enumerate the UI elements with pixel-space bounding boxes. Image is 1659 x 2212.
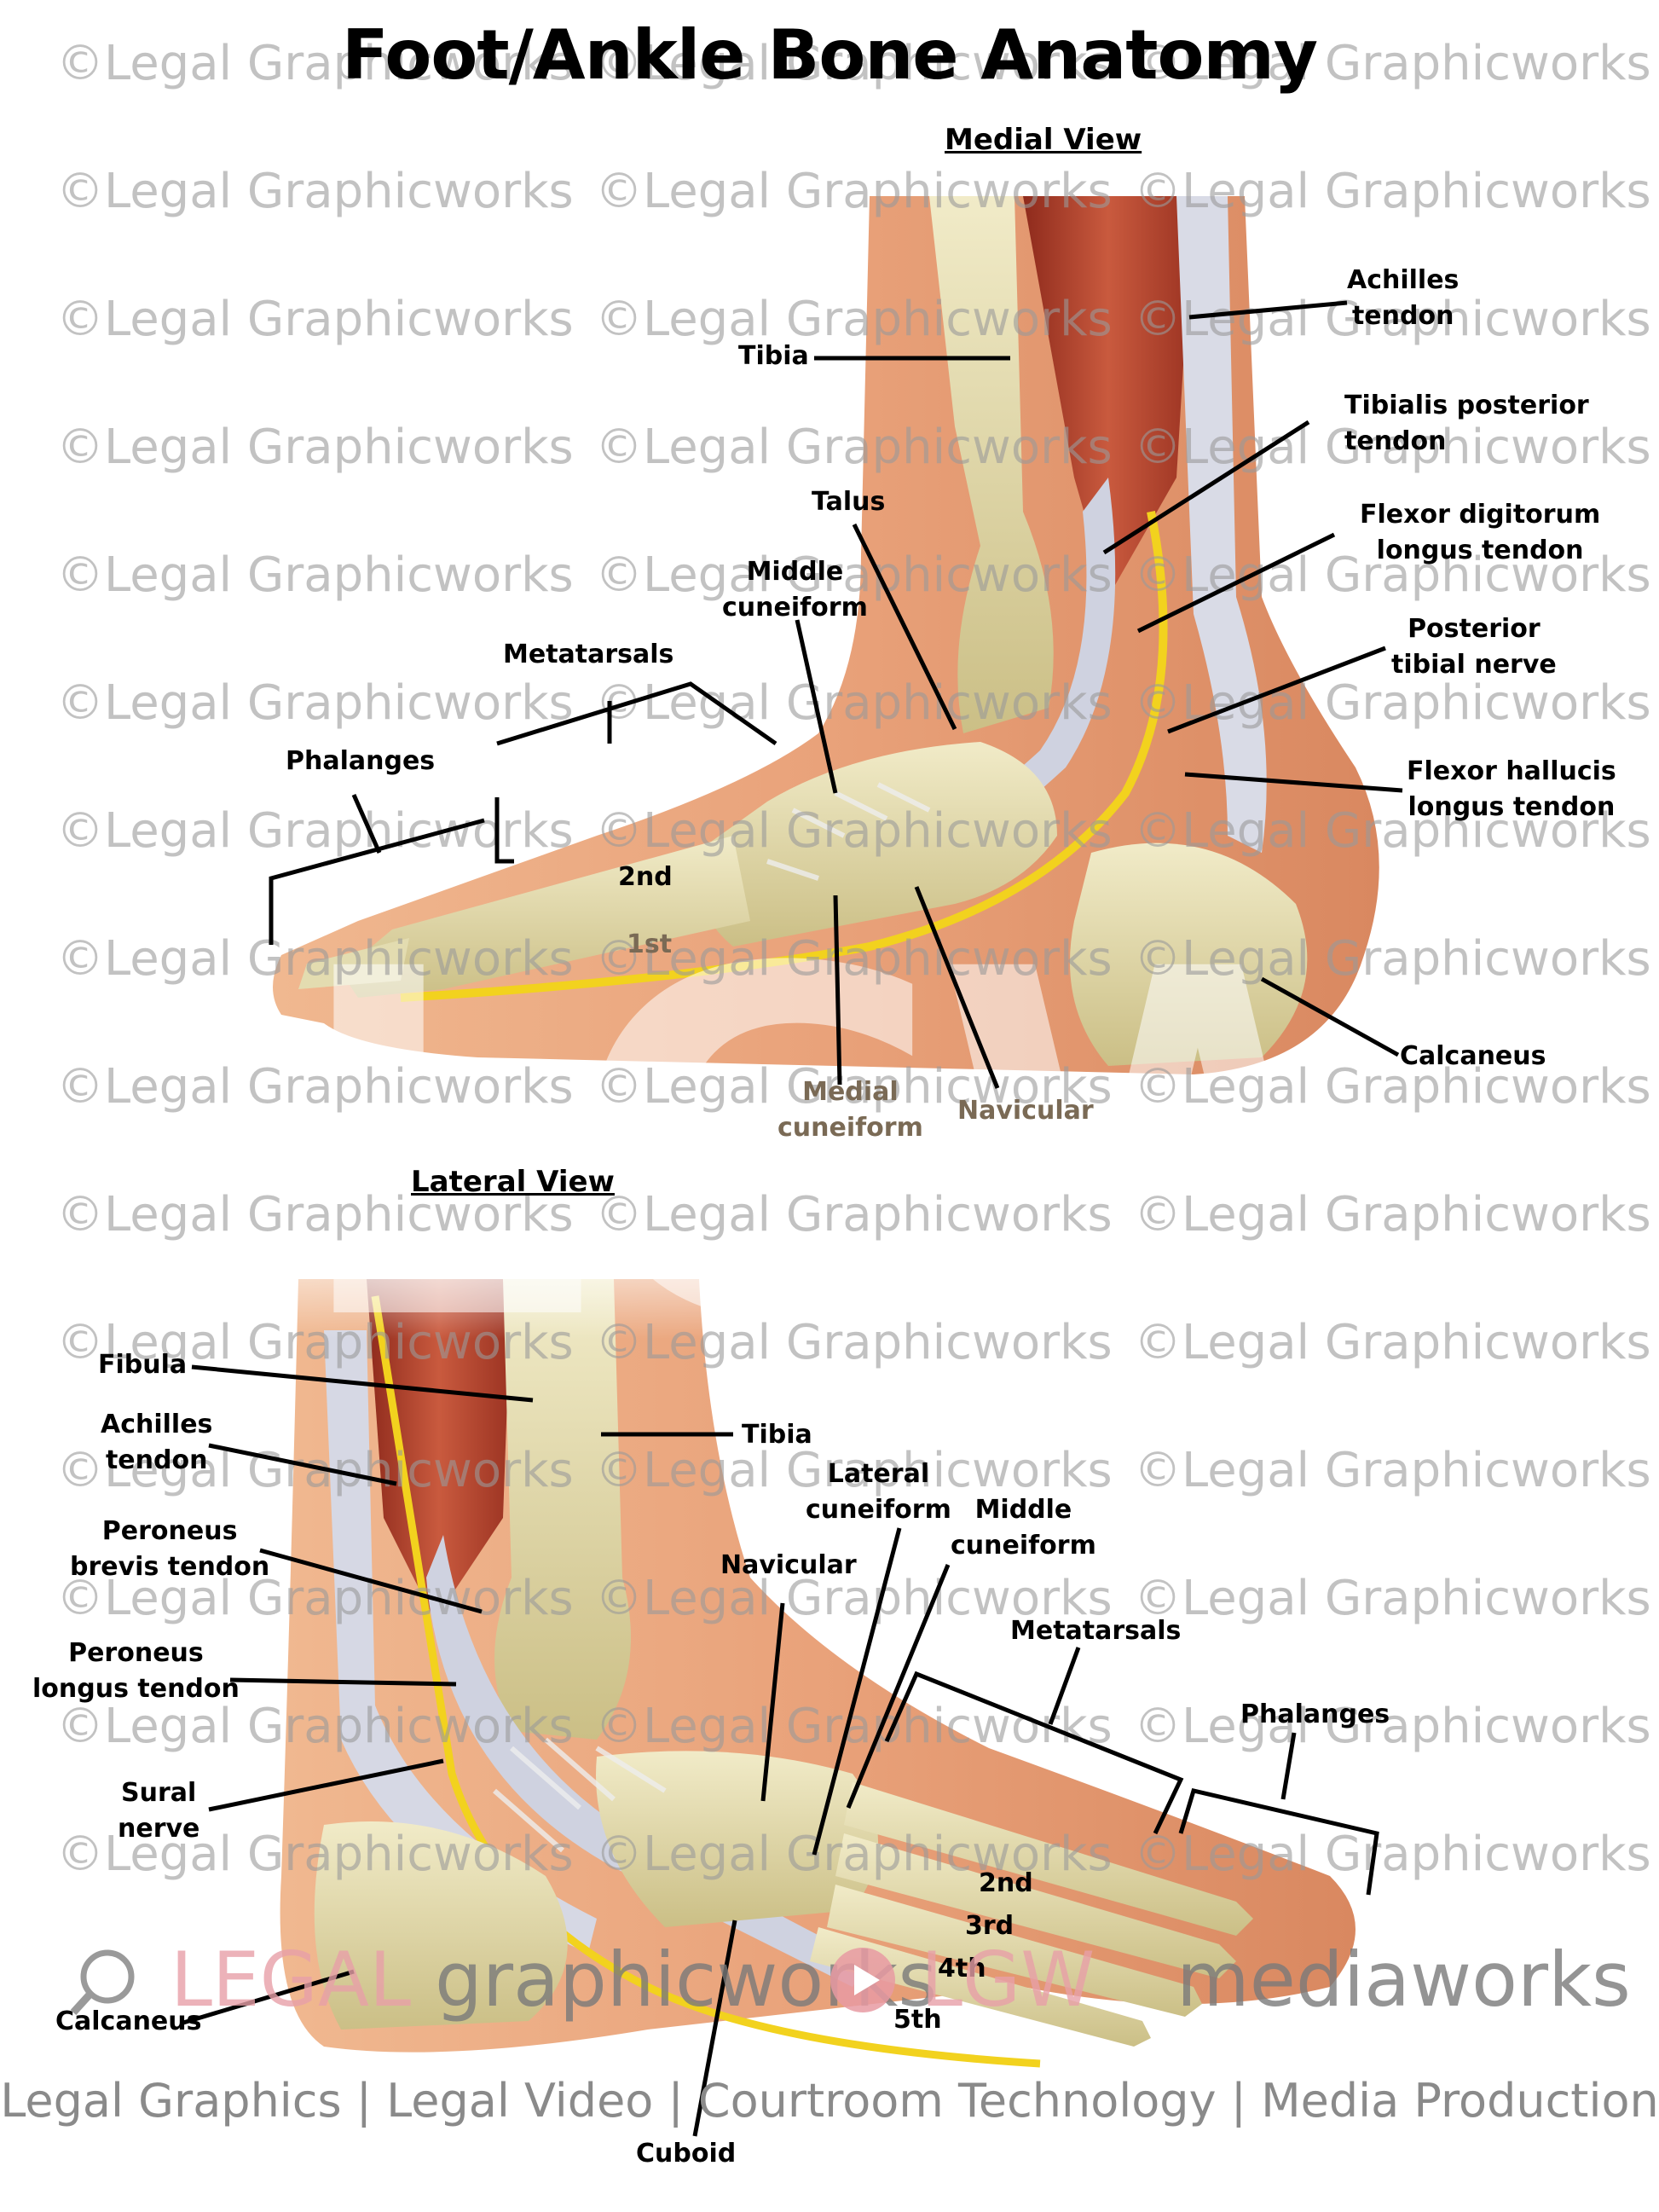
watermark: ©Legal Graphicworks xyxy=(56,1827,574,1882)
watermark: ©Legal Graphicworks xyxy=(595,1571,1113,1626)
watermark: ©Legal Graphicworks xyxy=(1134,292,1651,347)
page-title: Foot/Ankle Bone Anatomy xyxy=(342,15,1318,95)
label-phalanges-medial: Phalanges xyxy=(286,746,436,776)
label-achilles-tendon-lateral: Achilles tendon xyxy=(101,1410,213,1475)
watermark: ©Legal Graphicworks xyxy=(56,164,574,219)
label-2nd-metatarsal-medial: 2nd xyxy=(618,862,673,892)
watermark: ©Legal Graphicworks xyxy=(56,1443,574,1498)
watermark: ©Legal Graphicworks xyxy=(56,803,574,859)
label-achilles-tendon-medial: Achilles tendon xyxy=(1347,265,1460,331)
label-peroneus-brevis-tendon: Peroneus brevis tendon xyxy=(70,1516,270,1582)
watermark: ©Legal Graphicworks xyxy=(595,1443,1113,1498)
label-1st-metatarsal-medial: 1st xyxy=(627,929,673,959)
label-metatarsals-medial: Metatarsals xyxy=(503,640,674,669)
label-phalanges-lateral: Phalanges xyxy=(1240,1700,1390,1729)
watermark: ©Legal Graphicworks xyxy=(1134,1187,1651,1242)
label-3rd-metatarsal-lateral: 3rd xyxy=(965,1911,1014,1941)
brand-lgw: LGW xyxy=(921,1936,1095,2024)
label-calcaneus-lateral: Calcaneus xyxy=(55,2006,202,2036)
lgw-big-watermark: LGW xyxy=(290,870,1461,1426)
label-tibia-lateral: Tibia xyxy=(742,1420,812,1450)
watermark: ©Legal Graphicworks xyxy=(56,1315,574,1370)
medial-foot-art xyxy=(273,196,1379,1074)
play-logo-icon xyxy=(830,1948,895,2012)
watermark: ©Legal Graphicworks xyxy=(56,931,574,987)
label-peroneus-longus-tendon: Peroneus longus tendon xyxy=(32,1638,240,1704)
label-talus-medial: Talus xyxy=(812,487,886,517)
watermark: ©Legal Graphicworks xyxy=(595,36,1113,91)
watermark: ©Legal Graphicworks xyxy=(1134,1443,1651,1498)
label-lateral-cuneiform: Lateral cuneiform xyxy=(806,1459,951,1525)
watermark: ©Legal Graphicworks xyxy=(56,36,574,91)
label-sural-nerve: Sural nerve xyxy=(118,1778,200,1844)
watermark: ©Legal Graphicworks xyxy=(595,1059,1113,1115)
label-medial-cuneiform: Medial cuneiform xyxy=(777,1077,923,1143)
magnifier-logo-icon xyxy=(70,1949,135,2016)
label-posterior-tibial-nerve: Posterior tibial nerve xyxy=(1391,614,1557,680)
watermark: ©Legal Graphicworks xyxy=(1134,1571,1651,1626)
watermark: ©Legal Graphicworks xyxy=(1134,36,1651,91)
watermark: ©Legal Graphicworks xyxy=(1134,547,1651,603)
lateral-view-title: Lateral View xyxy=(411,1165,615,1199)
label-flexor-hallucis-tendon: Flexor hallucis longus tendon xyxy=(1407,756,1616,822)
watermark: ©Legal Graphicworks xyxy=(595,931,1113,987)
label-navicular-medial: Navicular xyxy=(957,1096,1094,1126)
medial-view-title: Medial View xyxy=(945,123,1142,157)
watermark: ©Legal Graphicworks xyxy=(1134,803,1651,859)
watermark: ©Legal Graphicworks xyxy=(1134,675,1651,731)
watermark: ©Legal Graphicworks xyxy=(1134,931,1651,987)
watermark: ©Legal Graphicworks xyxy=(56,547,574,603)
watermark: ©Legal Graphicworks xyxy=(595,803,1113,859)
label-tibia-medial: Tibia xyxy=(738,341,809,371)
watermark: ©Legal Graphicworks xyxy=(595,547,1113,603)
watermark: ©Legal Graphicworks xyxy=(595,292,1113,347)
label-5th-metatarsal-lateral: 5th xyxy=(893,2005,942,2035)
watermark: ©Legal Graphicworks xyxy=(56,292,574,347)
watermark: ©Legal Graphicworks xyxy=(595,1187,1113,1242)
brand-tagline: Legal Graphics | Legal Video | Courtroom… xyxy=(0,2074,1659,2128)
watermark: ©Legal Graphicworks xyxy=(56,1571,574,1626)
brand-logo-row: LEGAL graphicworks LGW mediaworks xyxy=(68,1936,1631,2038)
label-metatarsals-lateral: Metatarsals xyxy=(1010,1616,1182,1646)
brand-mediaworks: mediaworks xyxy=(1176,1936,1631,2024)
watermark: ©Legal Graphicworks xyxy=(56,675,574,731)
label-navicular-lateral: Navicular xyxy=(720,1550,857,1580)
watermark: ©Legal Graphicworks xyxy=(1134,1827,1651,1882)
label-calcaneus-medial: Calcaneus xyxy=(1400,1041,1546,1071)
label-4th-metatarsal-lateral: 4th xyxy=(938,1954,986,1983)
watermark: ©Legal Graphicworks xyxy=(56,1059,574,1115)
label-2nd-metatarsal-lateral: 2nd xyxy=(979,1868,1033,1898)
watermark: ©Legal Graphicworks xyxy=(56,420,574,475)
label-fibula: Fibula xyxy=(98,1350,188,1380)
lateral-foot-art xyxy=(280,1279,1356,2068)
watermark: ©Legal Graphicworks xyxy=(56,1699,574,1754)
label-cuboid: Cuboid xyxy=(636,2139,737,2169)
watermark: ©Legal Graphicworks xyxy=(56,1187,574,1242)
label-middle-cuneiform-medial: Middle cuneiform xyxy=(722,557,868,622)
watermark: ©Legal Graphicworks xyxy=(1134,1059,1651,1115)
label-flexor-digitorum-tendon: Flexor digitorum longus tendon xyxy=(1360,500,1601,565)
label-tibialis-posterior-tendon: Tibialis posterior tendon xyxy=(1344,391,1589,456)
watermark: ©Legal Graphicworks xyxy=(1134,420,1651,475)
brand-legal: LEGAL xyxy=(171,1936,412,2024)
watermark: ©Legal Graphicworks xyxy=(595,1827,1113,1882)
watermark: ©Legal Graphicworks xyxy=(1134,1699,1651,1754)
watermark: ©Legal Graphicworks xyxy=(1134,1315,1651,1370)
watermark: ©Legal Graphicworks xyxy=(1134,164,1651,219)
watermark: ©Legal Graphicworks xyxy=(595,164,1113,219)
watermark: ©Legal Graphicworks xyxy=(595,420,1113,475)
label-middle-cuneiform-lateral: Middle cuneiform xyxy=(951,1495,1096,1561)
watermark: ©Legal Graphicworks xyxy=(595,1315,1113,1370)
